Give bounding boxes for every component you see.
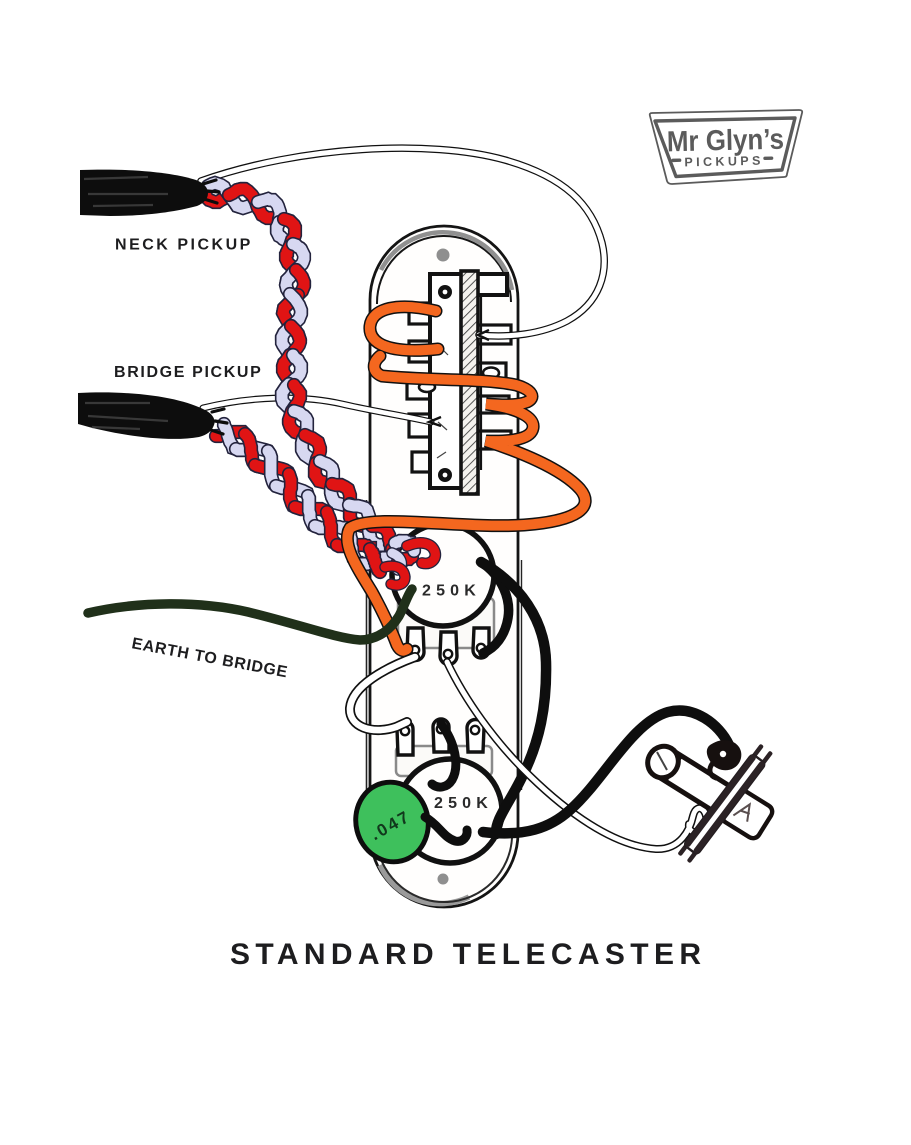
svg-text:EARTH TO BRIDGE: EARTH TO BRIDGE <box>130 635 292 682</box>
svg-text:STANDARD TELECASTER: STANDARD TELECASTER <box>230 938 701 971</box>
svg-text:250K: 250K <box>434 795 491 812</box>
svg-text:250K: 250K <box>422 583 479 600</box>
svg-text:NECK PICKUP: NECK PICKUP <box>115 237 255 254</box>
svg-text:Mr Glyn’s: Mr Glyn’s <box>667 124 785 159</box>
svg-text:PICKUPS: PICKUPS <box>684 154 760 170</box>
svg-text:BRIDGE PICKUP: BRIDGE PICKUP <box>114 364 265 381</box>
